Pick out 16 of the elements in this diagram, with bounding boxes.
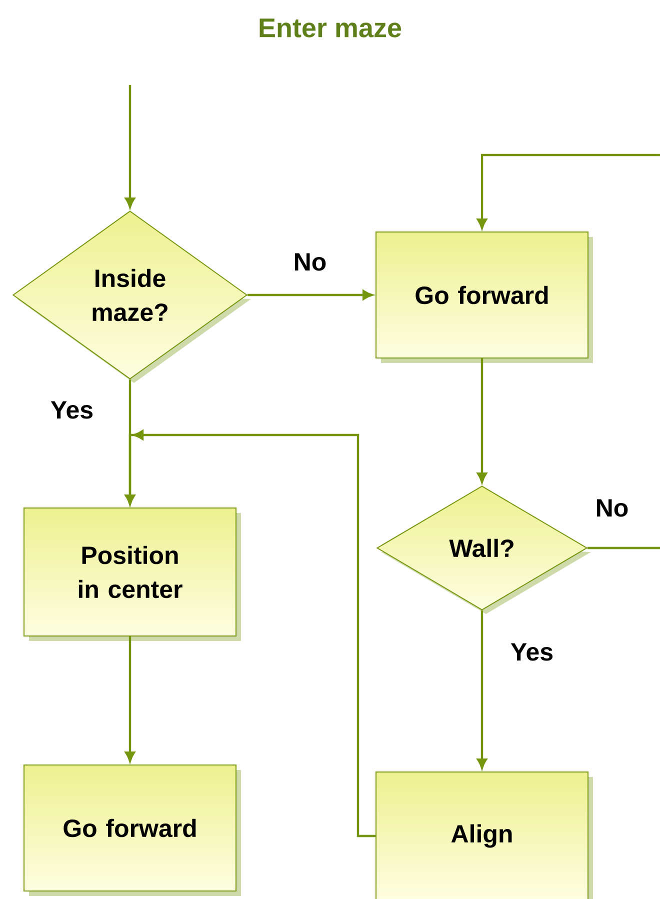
edge-label: Yes [509, 642, 555, 662]
arrow [248, 290, 373, 300]
arrow [125, 85, 135, 208]
edge-label: No [292, 252, 328, 272]
process-box: Go forward [376, 232, 593, 363]
process-box: Align [376, 772, 593, 899]
arrow [477, 154, 660, 229]
arrow [125, 430, 376, 838]
arrow [477, 610, 487, 769]
arrow [477, 358, 487, 483]
process-box: Position in center [24, 508, 241, 641]
edge-label: No [594, 498, 630, 518]
process-box: Go forward [24, 764, 241, 896]
title: Enter maze [260, 18, 402, 38]
edge-label: Yes [49, 400, 95, 420]
arrow [125, 636, 135, 762]
